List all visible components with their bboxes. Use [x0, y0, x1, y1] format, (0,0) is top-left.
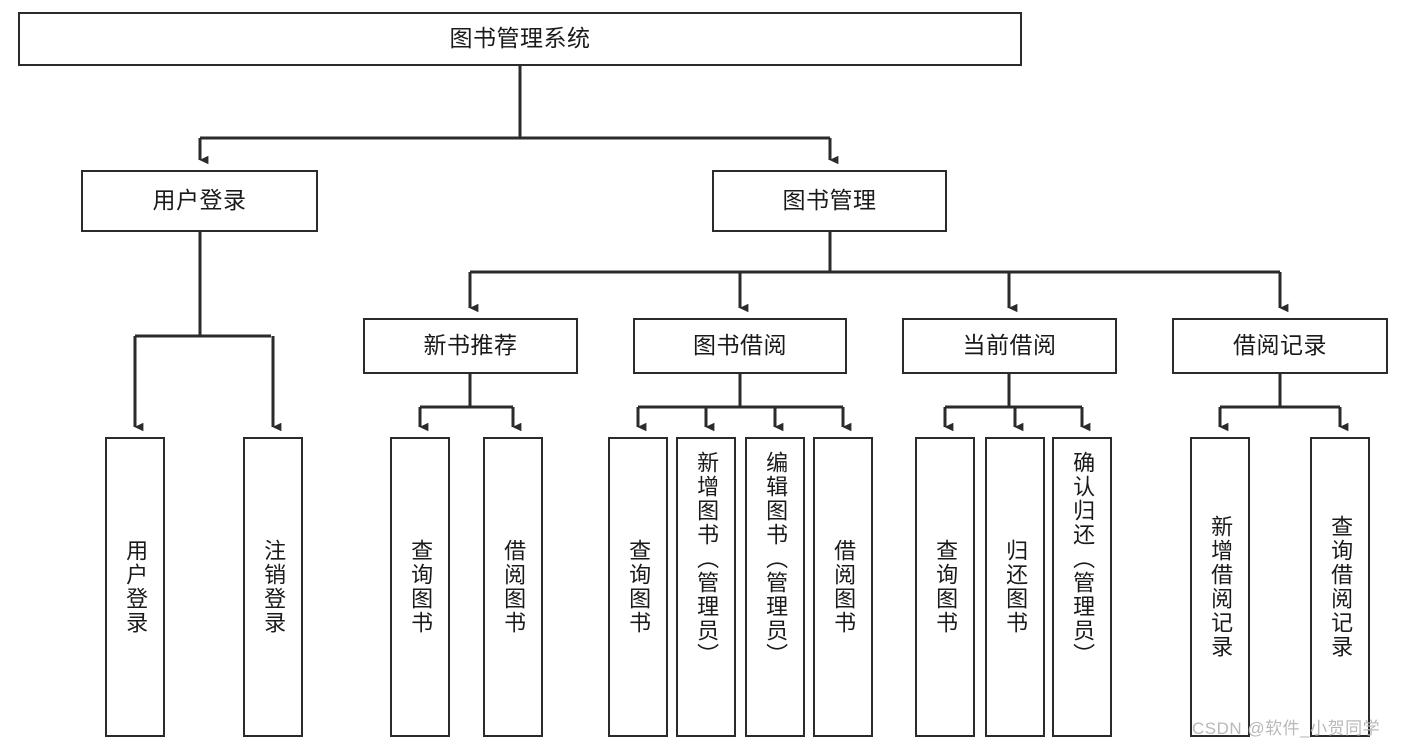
node-new-book-recommend[interactable]: 新书推荐 [363, 318, 578, 374]
node-leaf-return-book-label: 归还图书 [1003, 539, 1029, 635]
edge-group-book-borrow [636, 374, 852, 432]
node-leaf-confirm-return[interactable]: 确认归还（管理员） [1052, 437, 1112, 737]
node-leaf-query-book-2-label: 查询图书 [626, 539, 652, 635]
node-leaf-add-record-label: 新增借阅记录 [1208, 515, 1234, 659]
node-user-login-label: 用户登录 [152, 187, 247, 214]
edge-group-current-borrow [943, 374, 1091, 432]
node-borrow-record-label: 借阅记录 [1233, 332, 1327, 359]
node-leaf-borrow-book-1[interactable]: 借阅图书 [483, 437, 543, 737]
node-leaf-query-record-label: 查询借阅记录 [1328, 515, 1354, 659]
node-current-borrow[interactable]: 当前借阅 [902, 318, 1117, 374]
node-leaf-logout[interactable]: 注销登录 [243, 437, 303, 737]
node-leaf-query-book-1-label: 查询图书 [408, 539, 434, 635]
node-book-borrow[interactable]: 图书借阅 [633, 318, 847, 374]
node-user-login[interactable]: 用户登录 [81, 170, 318, 232]
node-leaf-add-record[interactable]: 新增借阅记录 [1190, 437, 1250, 737]
node-leaf-user-login-label: 用户登录 [123, 539, 149, 635]
node-leaf-borrow-book-2[interactable]: 借阅图书 [813, 437, 873, 737]
node-leaf-user-login[interactable]: 用户登录 [105, 437, 165, 737]
node-leaf-query-book-2[interactable]: 查询图书 [608, 437, 668, 737]
edge-group-root [198, 66, 839, 165]
node-root[interactable]: 图书管理系统 [18, 12, 1022, 66]
csdn-watermark: CSDN @软件_小贺同学 [1192, 719, 1381, 738]
node-borrow-record[interactable]: 借阅记录 [1172, 318, 1388, 374]
node-leaf-add-book-label: 新增图书（管理员） [694, 451, 720, 667]
edge-group-new-book-recommend [418, 374, 522, 432]
node-new-book-recommend-label: 新书推荐 [423, 332, 518, 359]
node-book-manage[interactable]: 图书管理 [712, 170, 947, 232]
node-leaf-borrow-book-1-label: 借阅图书 [501, 539, 527, 635]
node-book-borrow-label: 图书借阅 [693, 332, 787, 359]
node-leaf-edit-book[interactable]: 编辑图书（管理员） [745, 437, 805, 737]
edge-group-user-login [133, 232, 282, 432]
node-leaf-query-book-3[interactable]: 查询图书 [915, 437, 975, 737]
node-root-label: 图书管理系统 [449, 25, 591, 52]
node-leaf-edit-book-label: 编辑图书（管理员） [763, 451, 789, 667]
node-leaf-query-book-1[interactable]: 查询图书 [390, 437, 450, 737]
node-leaf-query-book-3-label: 查询图书 [933, 539, 959, 635]
node-leaf-return-book[interactable]: 归还图书 [985, 437, 1045, 737]
node-leaf-query-record[interactable]: 查询借阅记录 [1310, 437, 1370, 737]
node-leaf-logout-label: 注销登录 [261, 539, 287, 635]
node-leaf-confirm-return-label: 确认归还（管理员） [1070, 451, 1096, 667]
node-current-borrow-label: 当前借阅 [962, 332, 1057, 359]
node-leaf-borrow-book-2-label: 借阅图书 [831, 539, 857, 635]
node-book-manage-label: 图书管理 [782, 187, 877, 214]
node-leaf-add-book[interactable]: 新增图书（管理员） [676, 437, 736, 737]
edge-group-borrow-record [1218, 374, 1349, 432]
edge-group-book-manage [468, 232, 1289, 313]
